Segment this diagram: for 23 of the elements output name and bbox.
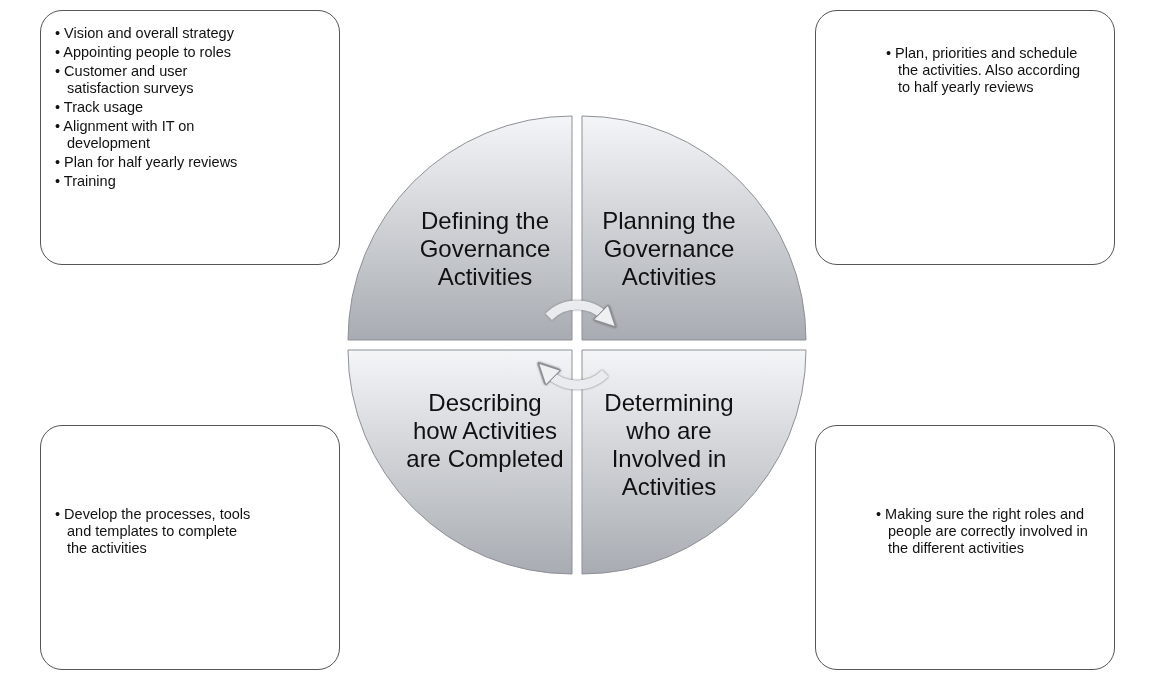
quadrant-title: Determining who are Involved in Activities <box>603 389 735 501</box>
bullet-item: • Plan for half yearly reviews <box>55 154 239 171</box>
text-box <box>40 10 340 265</box>
bullet-item: • Vision and overall strategy <box>55 25 235 42</box>
curved-arrow <box>545 300 618 328</box>
text-box <box>40 425 340 670</box>
quadrant-segment <box>347 115 573 341</box>
quadrant-segment <box>581 115 807 341</box>
quadrant-title: Defining the Governance Activities <box>418 207 552 291</box>
bullet-item: • Track usage <box>55 99 145 116</box>
quadrant-segment <box>347 349 573 575</box>
quadrant-title: Planning the Governance Activities <box>601 207 737 291</box>
bullet-item: • Making sure the right roles and people are correctly involved in the different activities <box>876 506 1089 557</box>
text-box <box>815 425 1115 670</box>
bullet-item: • Customer and user satisfaction surveys <box>55 63 195 97</box>
bullet-item: • Appointing people to roles <box>55 44 232 61</box>
text-box <box>815 10 1115 265</box>
quadrant-title: Describing how Activities are Completed <box>405 389 565 473</box>
bullet-item: • Alignment with IT on development <box>55 118 196 152</box>
bullet-item: • Plan, priorities and schedule the activities. Also according to half yearly reviews <box>886 45 1082 96</box>
bullet-item: • Develop the processes, tools and templates to complete the activities <box>55 506 252 557</box>
quadrant-segment <box>581 349 807 575</box>
bullet-item: • Training <box>55 173 117 190</box>
